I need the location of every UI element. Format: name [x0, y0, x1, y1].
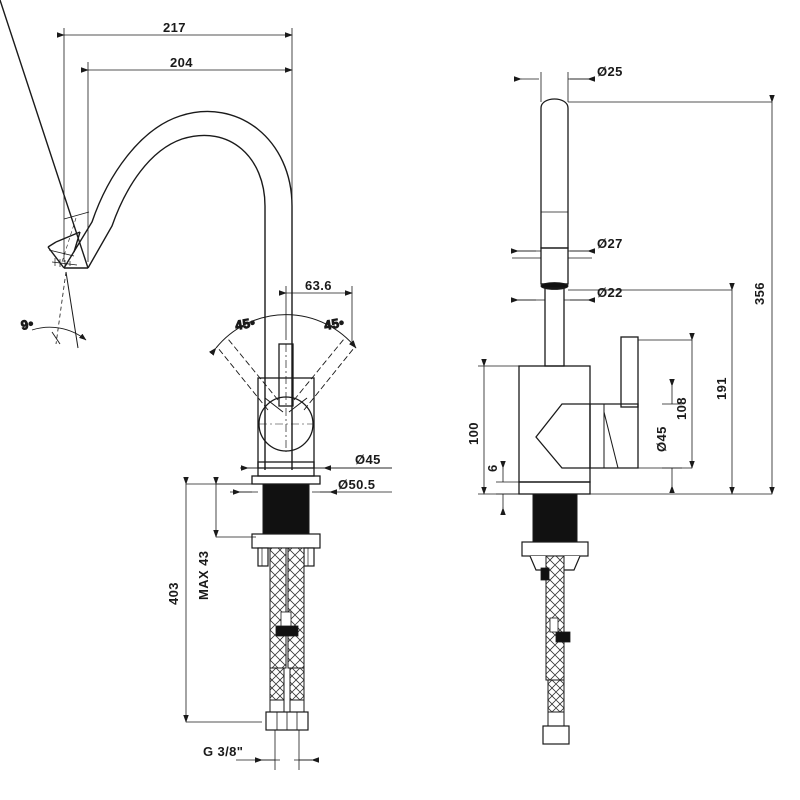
mounting-shank-side	[532, 493, 578, 543]
dim-d45-front-label: Ø45	[355, 452, 381, 467]
spout-tip	[0, 0, 89, 269]
spout-column-side	[540, 98, 569, 367]
braided-hose-side	[540, 555, 571, 745]
dim-100-label: 100	[466, 422, 481, 445]
dim-108-label: 108	[674, 397, 689, 420]
front-view: 9• 45• 45•	[0, 0, 357, 770]
dim-403-label: 403	[166, 582, 181, 605]
dim-356-label: 356	[752, 282, 767, 305]
swivel-left-label: 45•	[234, 315, 257, 333]
dim-63-6-label: 63.6	[305, 278, 332, 293]
dim-d45-side-label: Ø45	[654, 426, 669, 452]
dim-max43-label: MAX 43	[196, 551, 211, 600]
dim-thread-label: G 3/8"	[203, 744, 243, 759]
swivel-right-label: 45•	[323, 315, 346, 333]
mounting-shank	[263, 484, 309, 534]
dim-6-label: 6	[485, 464, 500, 472]
dim-d25-label: Ø25	[597, 64, 623, 79]
spray-angle-indicator	[31, 271, 87, 349]
dim-d22-label: Ø22	[597, 285, 623, 300]
handle-assembly	[257, 343, 315, 469]
spout-gooseneck	[63, 110, 293, 470]
side-view-dimensions	[478, 72, 775, 516]
dim-191-label: 191	[714, 377, 729, 400]
spray-angle-label: 9•	[20, 316, 35, 333]
braided-hoses-front	[265, 547, 309, 770]
dim-204-label: 204	[170, 55, 193, 70]
dim-d27-label: Ø27	[597, 236, 623, 251]
dim-217-label: 217	[163, 20, 186, 35]
dim-d50-5-label: Ø50.5	[338, 477, 375, 492]
front-view-dimensions	[56, 28, 392, 763]
side-view	[518, 98, 639, 745]
